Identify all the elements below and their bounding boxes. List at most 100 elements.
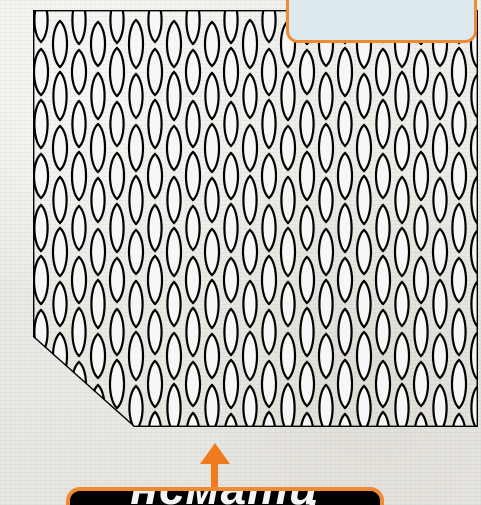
cell-outline-27: [89, 20, 107, 68]
cell-outline-59: [146, 254, 164, 306]
cell-outline-195: [431, 332, 449, 380]
cell-outline-71: [167, 438, 181, 482]
cell-outline-52: [128, 384, 144, 427]
cell-outline-43: [108, 358, 126, 410]
cell-outline-35: [91, 436, 105, 484]
cell-outline-22: [71, 204, 87, 252]
cell-outline-112: [261, 203, 277, 253]
cell-outline-155: [355, 123, 373, 173]
cell-outline-213: [469, 330, 478, 382]
cell-outline-29: [89, 122, 107, 174]
cell-outline-60: [147, 308, 163, 356]
cell-outline-204: [451, 307, 467, 357]
cell-outline-50: [128, 279, 144, 329]
cell-outline-200: [451, 100, 467, 148]
cell-outline-136: [318, 71, 334, 121]
term-label: нсматц: [70, 491, 380, 505]
cell-outline-138: [318, 176, 334, 224]
cell-outline-114: [261, 308, 277, 356]
cell-outline-170: [375, 410, 391, 427]
cell-outline-193: [431, 227, 449, 277]
cell-outline-21: [70, 150, 88, 202]
cell-outline-37: [108, 46, 126, 98]
cell-outline-13: [51, 226, 69, 278]
cell-outline-107: [243, 437, 257, 483]
cell-outline-4: [33, 203, 49, 253]
top-info-box: [286, 0, 477, 43]
cell-outline-91: [222, 46, 240, 98]
epithelium-cells: [33, 10, 478, 484]
cell-outline-186: [413, 306, 429, 358]
cell-outline-159: [355, 330, 373, 382]
cell-outline-108: [261, 10, 277, 44]
cell-outline-1: [33, 47, 50, 97]
cell-outline-129: [298, 150, 316, 202]
cell-outline-9: [51, 19, 69, 69]
cell-outline-192: [432, 176, 448, 224]
cell-outline-74: [185, 99, 201, 149]
cell-outline-90: [223, 10, 239, 45]
cell-outline-185: [412, 255, 430, 305]
cell-outline-121: [279, 226, 297, 278]
cell-outline-182: [413, 99, 429, 149]
cell-outline-47: [127, 123, 145, 173]
cell-outline-122: [280, 280, 296, 328]
cell-outline-175: [393, 226, 411, 278]
cell-outline-76: [185, 204, 201, 252]
cell-outline-72: [185, 10, 201, 46]
cell-outline-130: [299, 204, 315, 252]
cell-outline-201: [450, 151, 468, 201]
cell-outline-178: [394, 382, 410, 427]
cell-outline-205: [450, 358, 468, 410]
cell-outline-11: [51, 124, 69, 172]
cell-outline-158: [356, 279, 372, 329]
cell-outline-103: [241, 228, 259, 276]
cell-outline-104: [242, 279, 258, 329]
cell-outline-167: [374, 254, 392, 306]
cell-outline-191: [431, 122, 449, 174]
cell-outline-82: [204, 71, 220, 121]
arrow-shaft: [211, 458, 218, 491]
cell-outline-53: [129, 437, 143, 483]
arrow-head: [200, 443, 230, 464]
cell-outline-67: [165, 226, 183, 278]
cell-outline-0: [33, 10, 49, 44]
cell-outline-148: [337, 202, 353, 254]
cell-outline-38: [109, 100, 125, 148]
cell-outline-109: [260, 47, 278, 97]
cell-outline-119: [279, 124, 297, 172]
cell-outline-95: [222, 256, 240, 304]
cell-outline-168: [375, 308, 391, 356]
cell-outline-173: [393, 124, 411, 172]
cell-outline-163: [374, 47, 392, 97]
cell-outline-44: [109, 412, 125, 427]
cell-outline-194: [432, 278, 448, 330]
cell-outline-100: [242, 72, 258, 120]
cell-outline-184: [413, 204, 429, 252]
cell-outline-65: [165, 124, 183, 172]
cell-outline-10: [52, 70, 68, 122]
cell-outline-85: [203, 227, 221, 277]
cell-outline-179: [395, 438, 409, 482]
cell-outline-68: [166, 280, 182, 328]
cell-outline-149: [336, 256, 354, 304]
cell-outline-111: [260, 152, 278, 200]
cell-outline-62: [147, 410, 163, 427]
cell-outline-187: [412, 360, 430, 408]
cell-outline-209: [469, 123, 478, 173]
cell-outline-183: [412, 150, 430, 202]
cell-outline-17: [53, 438, 67, 482]
cell-outline-63: [165, 19, 183, 69]
cell-outline-3: [33, 152, 50, 200]
cell-outline-131: [298, 255, 316, 305]
cell-outline-77: [184, 255, 202, 305]
cell-outline-20: [71, 99, 87, 149]
cell-outline-147: [336, 151, 354, 201]
term-label-box: нсматц: [66, 487, 384, 505]
cell-outline-176: [394, 280, 410, 328]
cell-outline-19: [70, 48, 88, 96]
cell-outline-64: [166, 70, 182, 122]
cell-outline-101: [241, 123, 259, 173]
cell-outline-143: [319, 436, 333, 484]
cell-outline-206: [451, 412, 467, 427]
